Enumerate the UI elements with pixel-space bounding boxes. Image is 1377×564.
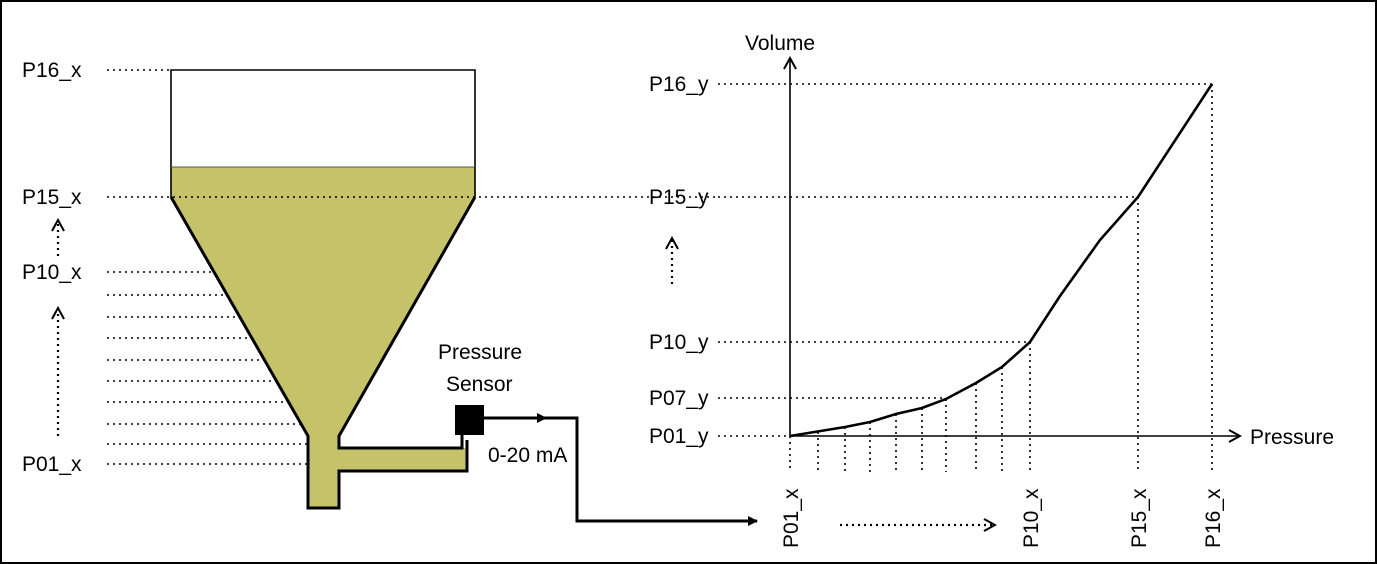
tank-liquid: [171, 167, 475, 508]
y-tick-label-p10: P10_y: [649, 331, 709, 354]
x-tick-label-p15: P15_x: [1128, 488, 1151, 548]
x-tick-label-p01: P01_x: [780, 488, 803, 548]
x-tick-label-p16: P16_x: [1202, 488, 1225, 548]
tank-upper-outline: [170, 69, 476, 197]
x-tick-label-p10: P10_x: [1020, 488, 1043, 548]
tank-level-label-p15: P15_x: [22, 186, 82, 209]
signal-wire: [546, 416, 758, 526]
y-tick-label-p01: P01_y: [649, 425, 709, 448]
tank-level-label-p16: P16_x: [22, 59, 82, 82]
signal-label: 0-20 mA: [488, 444, 567, 467]
y-axis-label: Volume: [745, 32, 815, 55]
y-tick-label-p16: P16_y: [649, 73, 709, 96]
pressure-sensor: [455, 405, 484, 435]
volume-curve: [789, 83, 1214, 438]
sensor-label-line2: Sensor: [446, 373, 513, 396]
y-tick-label-p07: P07_y: [649, 387, 709, 410]
tank-level-label-p10: P10_x: [22, 261, 82, 284]
sensor-label-line1: Pressure: [438, 341, 522, 364]
tank-cone-outline: [169, 196, 469, 510]
y-tick-label-p15: P15_y: [649, 186, 709, 209]
x-axis-label: Pressure: [1250, 426, 1334, 449]
tank-level-label-p01: P01_x: [22, 453, 82, 476]
